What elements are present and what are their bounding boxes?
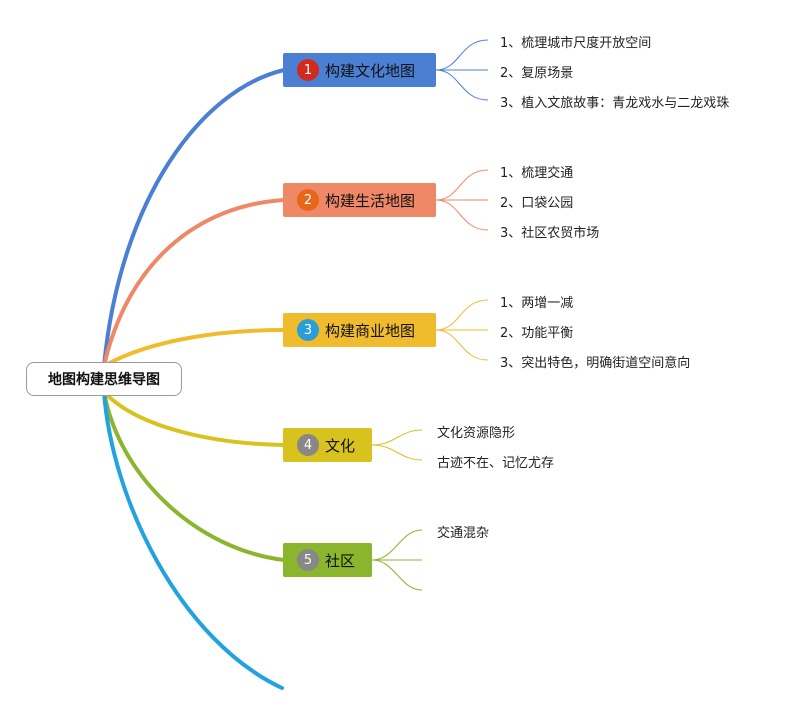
main-branch-line-3 <box>102 328 286 368</box>
sub-line-1-1 <box>435 39 489 71</box>
branch-node-5[interactable]: 5 社区 <box>283 543 372 577</box>
branch-label-4: 文化 <box>325 436 356 455</box>
branch-label-5: 社区 <box>325 551 356 570</box>
sub-line-2-3 <box>435 199 489 231</box>
number-badge-4: 4 <box>297 434 319 456</box>
leaf-1-3[interactable]: 3、植入文旅故事：青龙戏水与二龙戏珠 <box>500 96 730 111</box>
leaf-2-1[interactable]: 1、梳理交通 <box>500 166 574 181</box>
root-node[interactable]: 地图构建思维导图 <box>26 362 182 396</box>
main-branch-line-extra <box>102 390 284 690</box>
leaf-4-2[interactable]: 古迹不在、记忆尤存 <box>437 456 555 471</box>
leaf-1-2[interactable]: 2、复原场景 <box>500 66 574 81</box>
branch-node-3[interactable]: 3 构建商业地图 <box>283 313 436 347</box>
sub-line-1-3 <box>435 69 489 101</box>
number-badge-3: 3 <box>297 319 319 341</box>
leaf-4-1[interactable]: 文化资源隐形 <box>437 426 516 441</box>
leaf-5-1[interactable]: 交通混杂 <box>437 526 490 541</box>
sub-line-2-1 <box>435 169 489 201</box>
branch-node-1[interactable]: 1 构建文化地图 <box>283 53 436 87</box>
number-badge-2: 2 <box>297 189 319 211</box>
sub-line-4-1 <box>371 429 423 446</box>
branch-label-2: 构建生活地图 <box>325 191 416 210</box>
root-label: 地图构建思维导图 <box>48 372 160 388</box>
number-badge-1: 1 <box>297 59 319 81</box>
branch-label-1: 构建文化地图 <box>325 61 416 80</box>
leaf-3-1[interactable]: 1、两增一减 <box>500 296 574 311</box>
main-branch-line-1 <box>102 68 286 368</box>
branch-node-2[interactable]: 2 构建生活地图 <box>283 183 436 217</box>
leaf-3-2[interactable]: 2、功能平衡 <box>500 326 574 341</box>
sub-line-5-1 <box>371 529 423 561</box>
leaf-2-2[interactable]: 2、口袋公园 <box>500 196 574 211</box>
leaf-1-1[interactable]: 1、梳理城市尺度开放空间 <box>500 36 652 51</box>
number-badge-5: 5 <box>297 549 319 571</box>
branch-node-4[interactable]: 4 文化 <box>283 428 372 462</box>
main-branch-line-5 <box>102 390 286 562</box>
leaf-3-3[interactable]: 3、突出特色，明确街道空间意向 <box>500 356 691 371</box>
main-branch-line-2 <box>102 198 286 368</box>
branch-label-3: 构建商业地图 <box>325 321 416 340</box>
sub-line-4-2 <box>371 444 423 461</box>
leaf-2-3[interactable]: 3、社区农贸市场 <box>500 226 600 241</box>
sub-line-3-1 <box>435 299 489 331</box>
sub-line-5-3 <box>371 559 423 591</box>
main-branch-line-4 <box>102 390 286 447</box>
sub-line-3-3 <box>435 329 489 361</box>
